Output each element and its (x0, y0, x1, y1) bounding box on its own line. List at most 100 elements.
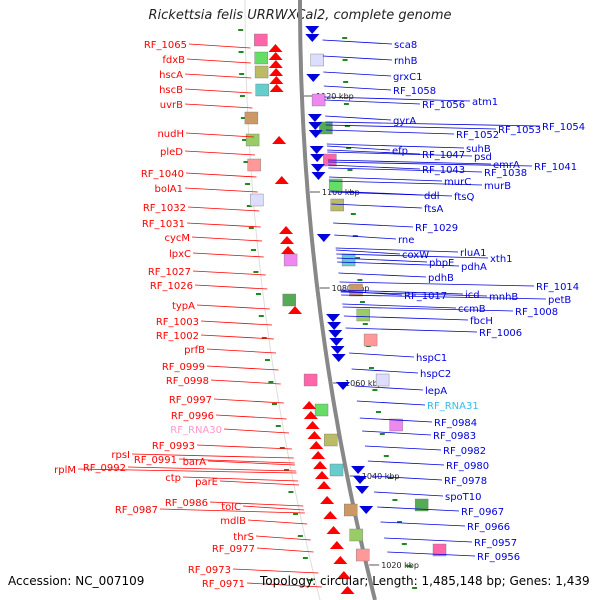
reverse-leader-line (377, 506, 460, 512)
reverse-leader-line (354, 385, 424, 391)
reverse-leader-line (325, 129, 455, 135)
kbp-label: 1060 kbp (345, 379, 383, 388)
forward-gene-arrow (315, 471, 330, 479)
reverse-leader-line (322, 55, 393, 61)
right-gene-label: RF_1052 (456, 130, 499, 141)
reverse-leader-line (359, 417, 433, 423)
left-gene-label: cycM (164, 233, 190, 244)
reverse-gene-arrow (308, 122, 323, 130)
reverse-leader-line (374, 491, 444, 497)
reverse-gene-arrow (353, 476, 367, 484)
forward-leader-line (184, 103, 253, 109)
forward-leader-line (200, 334, 274, 340)
feature-block (329, 463, 344, 477)
left-gene-label: rplM (54, 465, 76, 476)
left-gene-label: RF_0986 (165, 498, 208, 509)
feature-block (319, 121, 333, 135)
left-gene-label: rpsI (111, 450, 130, 461)
forward-leader-line (182, 476, 299, 482)
forward-leader-line (127, 466, 297, 472)
feature-block (283, 253, 298, 267)
forward-leader-line (191, 236, 263, 242)
right-gene-label: pdhA (461, 262, 487, 273)
forward-gene-arrow (326, 526, 341, 534)
forward-leader-line (192, 252, 264, 258)
forward-gene-arrow (274, 176, 289, 184)
left-gene-label: parE (195, 477, 218, 488)
forward-gene-arrow (268, 44, 283, 52)
right-gene-label: RF_1056 (422, 100, 465, 111)
forward-leader-line (185, 132, 254, 138)
reverse-gene-arrow (310, 154, 325, 162)
right-gene-label: rne (398, 235, 414, 246)
reverse-leader-line (325, 124, 497, 130)
forward-leader-line (192, 270, 266, 276)
forward-leader-line (232, 568, 319, 574)
right-gene-label: lepA (425, 386, 447, 397)
reverse-leader-line (335, 247, 459, 253)
left-gene-label: RF_0992 (83, 463, 126, 474)
forward-leader-line (206, 365, 279, 371)
forward-leader-line (215, 414, 287, 420)
left-gene-label: uvrB (160, 100, 183, 111)
forward-leader-line (186, 58, 251, 64)
feature-block (255, 83, 269, 97)
reverse-leader-line (336, 253, 489, 259)
feature-block (254, 65, 269, 79)
forward-gene-arrow (313, 461, 328, 469)
left-gene-label: RF_0987 (115, 505, 158, 516)
reverse-leader-line (331, 203, 423, 209)
forward-leader-line (242, 505, 305, 511)
left-gene-label: RF_1027 (148, 267, 191, 278)
right-gene-label: hspC2 (420, 369, 451, 380)
topology-text: Topology: circular; Length: 1,485,148 bp… (260, 574, 590, 588)
right-gene-label: RF_0956 (477, 552, 520, 563)
left-gene-label: RF_1003 (156, 317, 199, 328)
left-gene-label: RF_0999 (162, 362, 205, 373)
feature-block (343, 503, 358, 517)
left-gene-label: RF_1065 (144, 40, 187, 51)
reverse-gene-arrow (307, 114, 322, 122)
right-gene-label: ddl (424, 191, 439, 202)
reverse-leader-line (387, 551, 476, 557)
reverse-leader-line (335, 249, 401, 255)
forward-gene-arrow (272, 136, 287, 144)
forward-gene-arrow (305, 421, 320, 429)
reverse-leader-line (343, 315, 469, 321)
right-gene-label: murC (444, 177, 471, 188)
left-gene-label: tolC (221, 502, 241, 513)
left-gene-label: hscA (159, 70, 183, 81)
left-gene-label: RF_0973 (188, 565, 231, 576)
forward-leader-line (256, 547, 314, 553)
reverse-leader-line (370, 475, 443, 481)
feature-block (341, 253, 356, 267)
feature-block (245, 133, 260, 147)
reverse-gene-arrow (351, 466, 366, 474)
genome-backbone (298, 0, 377, 600)
reverse-leader-line (340, 291, 488, 297)
reverse-leader-line (384, 537, 473, 543)
forward-leader-line (159, 508, 305, 514)
reverse-gene-arrow (355, 486, 370, 494)
right-gene-label: xth1 (490, 254, 513, 265)
reverse-leader-line (339, 281, 535, 287)
forward-leader-line (219, 480, 300, 486)
feature-block (355, 548, 370, 562)
reverse-leader-line (322, 39, 393, 45)
forward-gene-arrow (340, 586, 355, 594)
forward-gene-arrow (281, 246, 296, 254)
reverse-leader-line (364, 445, 442, 451)
feature-block (363, 333, 378, 347)
feature-block (311, 93, 326, 107)
feature-block (414, 498, 429, 512)
left-gene-label: RF_1040 (141, 169, 184, 180)
feature-block (375, 373, 390, 387)
feature-block (324, 433, 338, 447)
reverse-gene-arrow (336, 382, 351, 390)
left-gene-label: pleD (160, 147, 183, 158)
forward-leader-line (196, 444, 293, 450)
reverse-leader-line (328, 164, 421, 170)
right-gene-label: petB (548, 295, 571, 306)
feature-block (254, 33, 268, 47)
reverse-gene-arrow (308, 130, 323, 138)
